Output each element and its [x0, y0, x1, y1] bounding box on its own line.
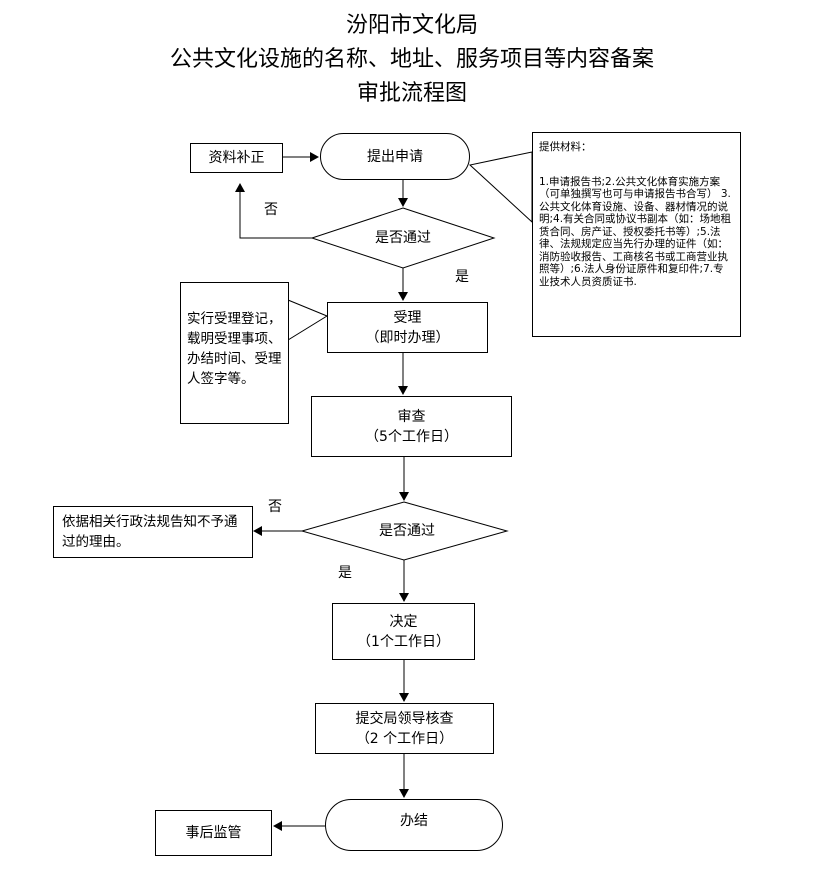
decide-label: 决定 — [389, 613, 418, 630]
finish-label: 办结 — [400, 813, 428, 829]
review-label: 审查 — [397, 408, 426, 425]
branch-yes-2: 是 — [338, 565, 352, 581]
apply-node: 提出申请 — [320, 133, 470, 180]
review-duration: （5个工作日） — [365, 428, 458, 445]
leader-label: 提交局领导核查 — [355, 710, 454, 727]
check1-label: 是否通过 — [375, 230, 431, 246]
finish-node: 办结 — [325, 799, 503, 851]
leader-box: 提交局领导核查 （2 个工作日） — [315, 703, 494, 754]
review-box: 审查 （5个工作日） — [311, 396, 512, 457]
leader-duration: （2 个工作日） — [355, 730, 454, 747]
branch-no-2: 否 — [268, 499, 282, 515]
materials-list: 1.申请报告书;2.公共文化体育实施方案（可单独撰写也可与申请报告书合写） 3.… — [539, 175, 732, 288]
materials-heading: 提供材料： — [539, 141, 592, 153]
materials-note: 提供材料： 1.申请报告书;2.公共文化体育实施方案（可单独撰写也可与申请报告书… — [532, 132, 741, 337]
branch-no-1: 否 — [264, 202, 278, 218]
decide-box: 决定 （1个工作日） — [332, 603, 475, 660]
accept-duration: （即时办理） — [365, 329, 450, 346]
accept-box: 受理 （即时办理） — [327, 302, 488, 353]
decide-duration: （1个工作日） — [357, 633, 450, 650]
title-line-2: 公共文化设施的名称、地址、服务项目等内容备案 — [169, 47, 654, 72]
supplement-box: 资料补正 — [190, 143, 283, 173]
supervise-box: 事后监管 — [155, 810, 272, 856]
accept-registration-note: 实行受理登记，载明受理事项、办结时间、受理人签字等。 — [180, 282, 289, 424]
check2-label: 是否通过 — [379, 523, 435, 539]
reject-reason-note: 依据相关行政法规告知不予通过的理由。 — [53, 506, 253, 558]
branch-yes-1: 是 — [455, 269, 469, 285]
apply-label: 提出申请 — [367, 148, 423, 165]
title-line-1: 汾阳市文化局 — [345, 13, 478, 38]
supervise-label: 事后监管 — [185, 825, 242, 841]
accept-label: 受理 — [393, 309, 422, 326]
title-line-3: 审批流程图 — [356, 81, 467, 106]
supplement-label: 资料补正 — [208, 150, 265, 166]
